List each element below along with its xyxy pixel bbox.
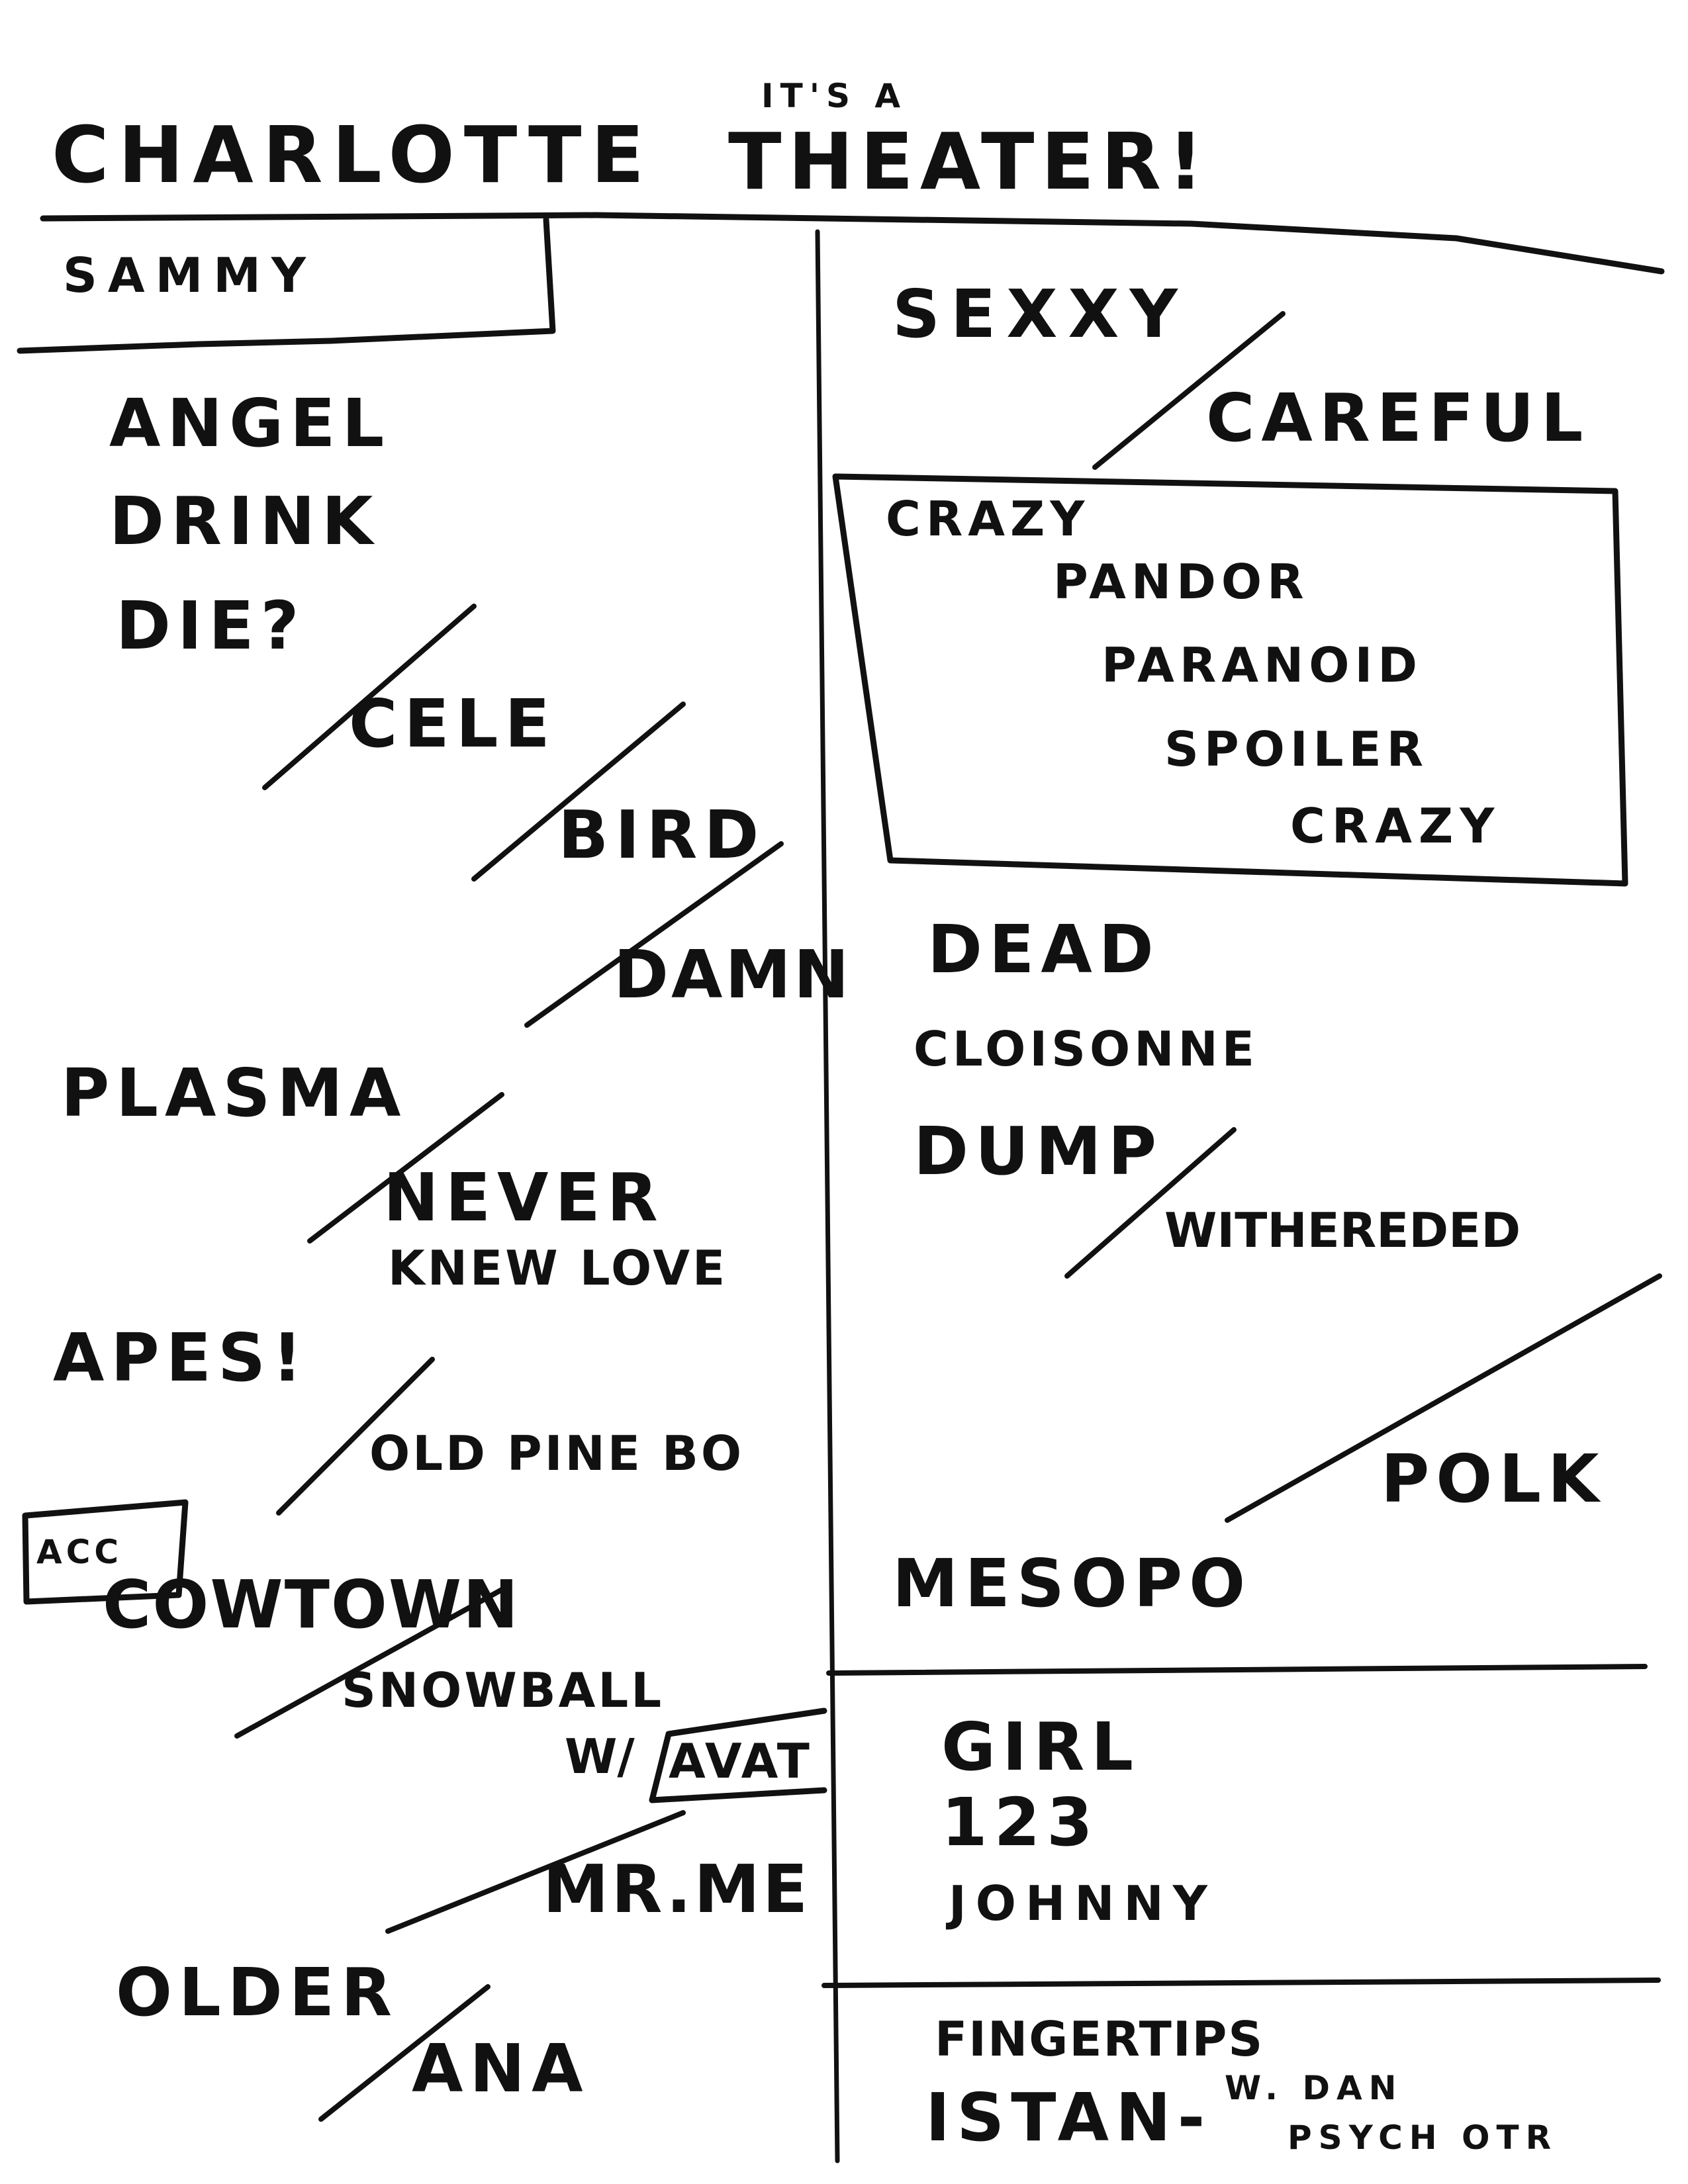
song-dead: DEAD [927,911,1160,988]
song-older: OLDER [116,1954,399,2031]
song-123: 123 [941,1784,1100,1861]
song-dump: DUMP [914,1113,1164,1190]
song-mr-me: MR.ME [543,1850,811,1928]
song-crazy-2: CRAZY [1290,798,1501,854]
song-plasma: PLASMA [61,1054,408,1132]
song-knew-love: KNEW LOVE [388,1240,728,1296]
sammy-header: SAMMY [63,248,317,303]
istan-note-with-dan: W. DAN [1225,2069,1403,2107]
venue-title-theater: THEATER! [728,116,1210,207]
song-crazy-1: CRAZY [886,491,1090,547]
song-die: DIE? [116,587,306,664]
section-divider-1 [826,1664,1648,1676]
acc-note: ACC [36,1533,123,1571]
song-careful: CAREFUL [1206,379,1590,457]
song-apes: APES! [53,1319,309,1396]
song-girl: GIRL [941,1708,1141,1786]
song-spoiler: SPOILER [1164,721,1429,777]
song-bird: BIRD [558,796,766,874]
song-damn: DAMN [614,936,852,1013]
title-underline [40,212,1665,275]
song-never: NEVER [383,1159,665,1236]
song-drink: DRINK [109,482,380,560]
song-mesopo: MESOPO [892,1545,1252,1622]
song-sexxy: SEXXY [892,275,1188,353]
song-pandor: PANDOR [1053,554,1309,610]
song-cowtown: COWTOWN [103,1566,520,1643]
song-polk: POLK [1381,1440,1606,1518]
song-angel: ANGEL [109,385,391,462]
section-divider-2 [821,1978,1661,1988]
song-old-pine-box: OLD PINE BO [369,1426,745,1481]
song-johnny: JOHNNY [949,1876,1217,1931]
song-snowball: SNOWBALL [342,1662,665,1718]
istan-note-psych-otr: PSYCH OTR [1288,2118,1558,2157]
avat-note: AVAT [669,1733,812,1789]
song-cloisonne: CLOISONNE [914,1021,1258,1077]
venue-title: CHARLOTTE [52,109,654,201]
song-paranoid: PARANOID [1102,637,1423,693]
song-istan: ISTAN- [925,2079,1212,2156]
crazy-box [832,473,1628,887]
acc-box [22,1499,189,1605]
sammy-box [17,216,556,354]
song-cele: CELE [349,685,557,762]
avat-box [649,1707,827,1803]
song-fingertips: FINGERTIPS [935,2011,1264,2067]
with-note: W/ [565,1729,635,1784]
column-divider [815,229,840,2163]
segue-slashes [234,311,1662,2122]
song-ana: ANA [412,2030,590,2107]
song-withereded: WITHEREDED [1164,1203,1521,1258]
title-prefix: IT'S A [761,77,908,115]
